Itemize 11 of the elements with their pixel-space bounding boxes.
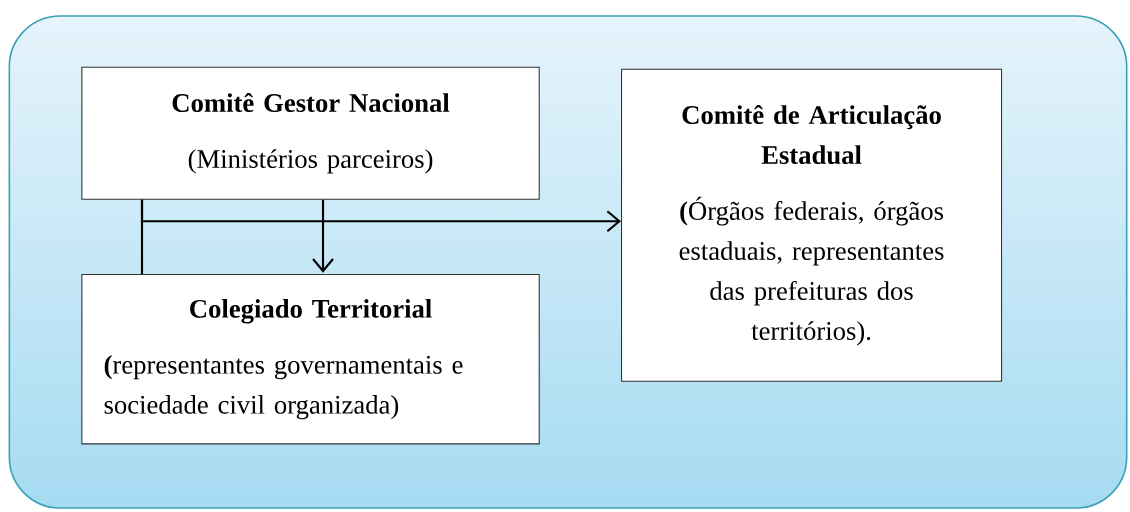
text-box [621, 68, 1003, 382]
heading: Colegiado Territorial [190, 299, 432, 324]
description: (representantes governamentais e sociedade civil organizada) [104, 355, 463, 420]
text-box [81, 274, 540, 445]
heading: Comitê Gestor Nacional [172, 92, 450, 112]
text-box [81, 66, 540, 200]
heading: Comitê de Articulação Estadual [682, 104, 941, 165]
arrow [312, 199, 334, 273]
description: (Órgãos federais, órgãos estaduais, representantes das prefeituras dos territórios). [679, 196, 944, 346]
arrow [140, 199, 621, 233]
description: (Ministérios parceiros) [188, 149, 433, 174]
